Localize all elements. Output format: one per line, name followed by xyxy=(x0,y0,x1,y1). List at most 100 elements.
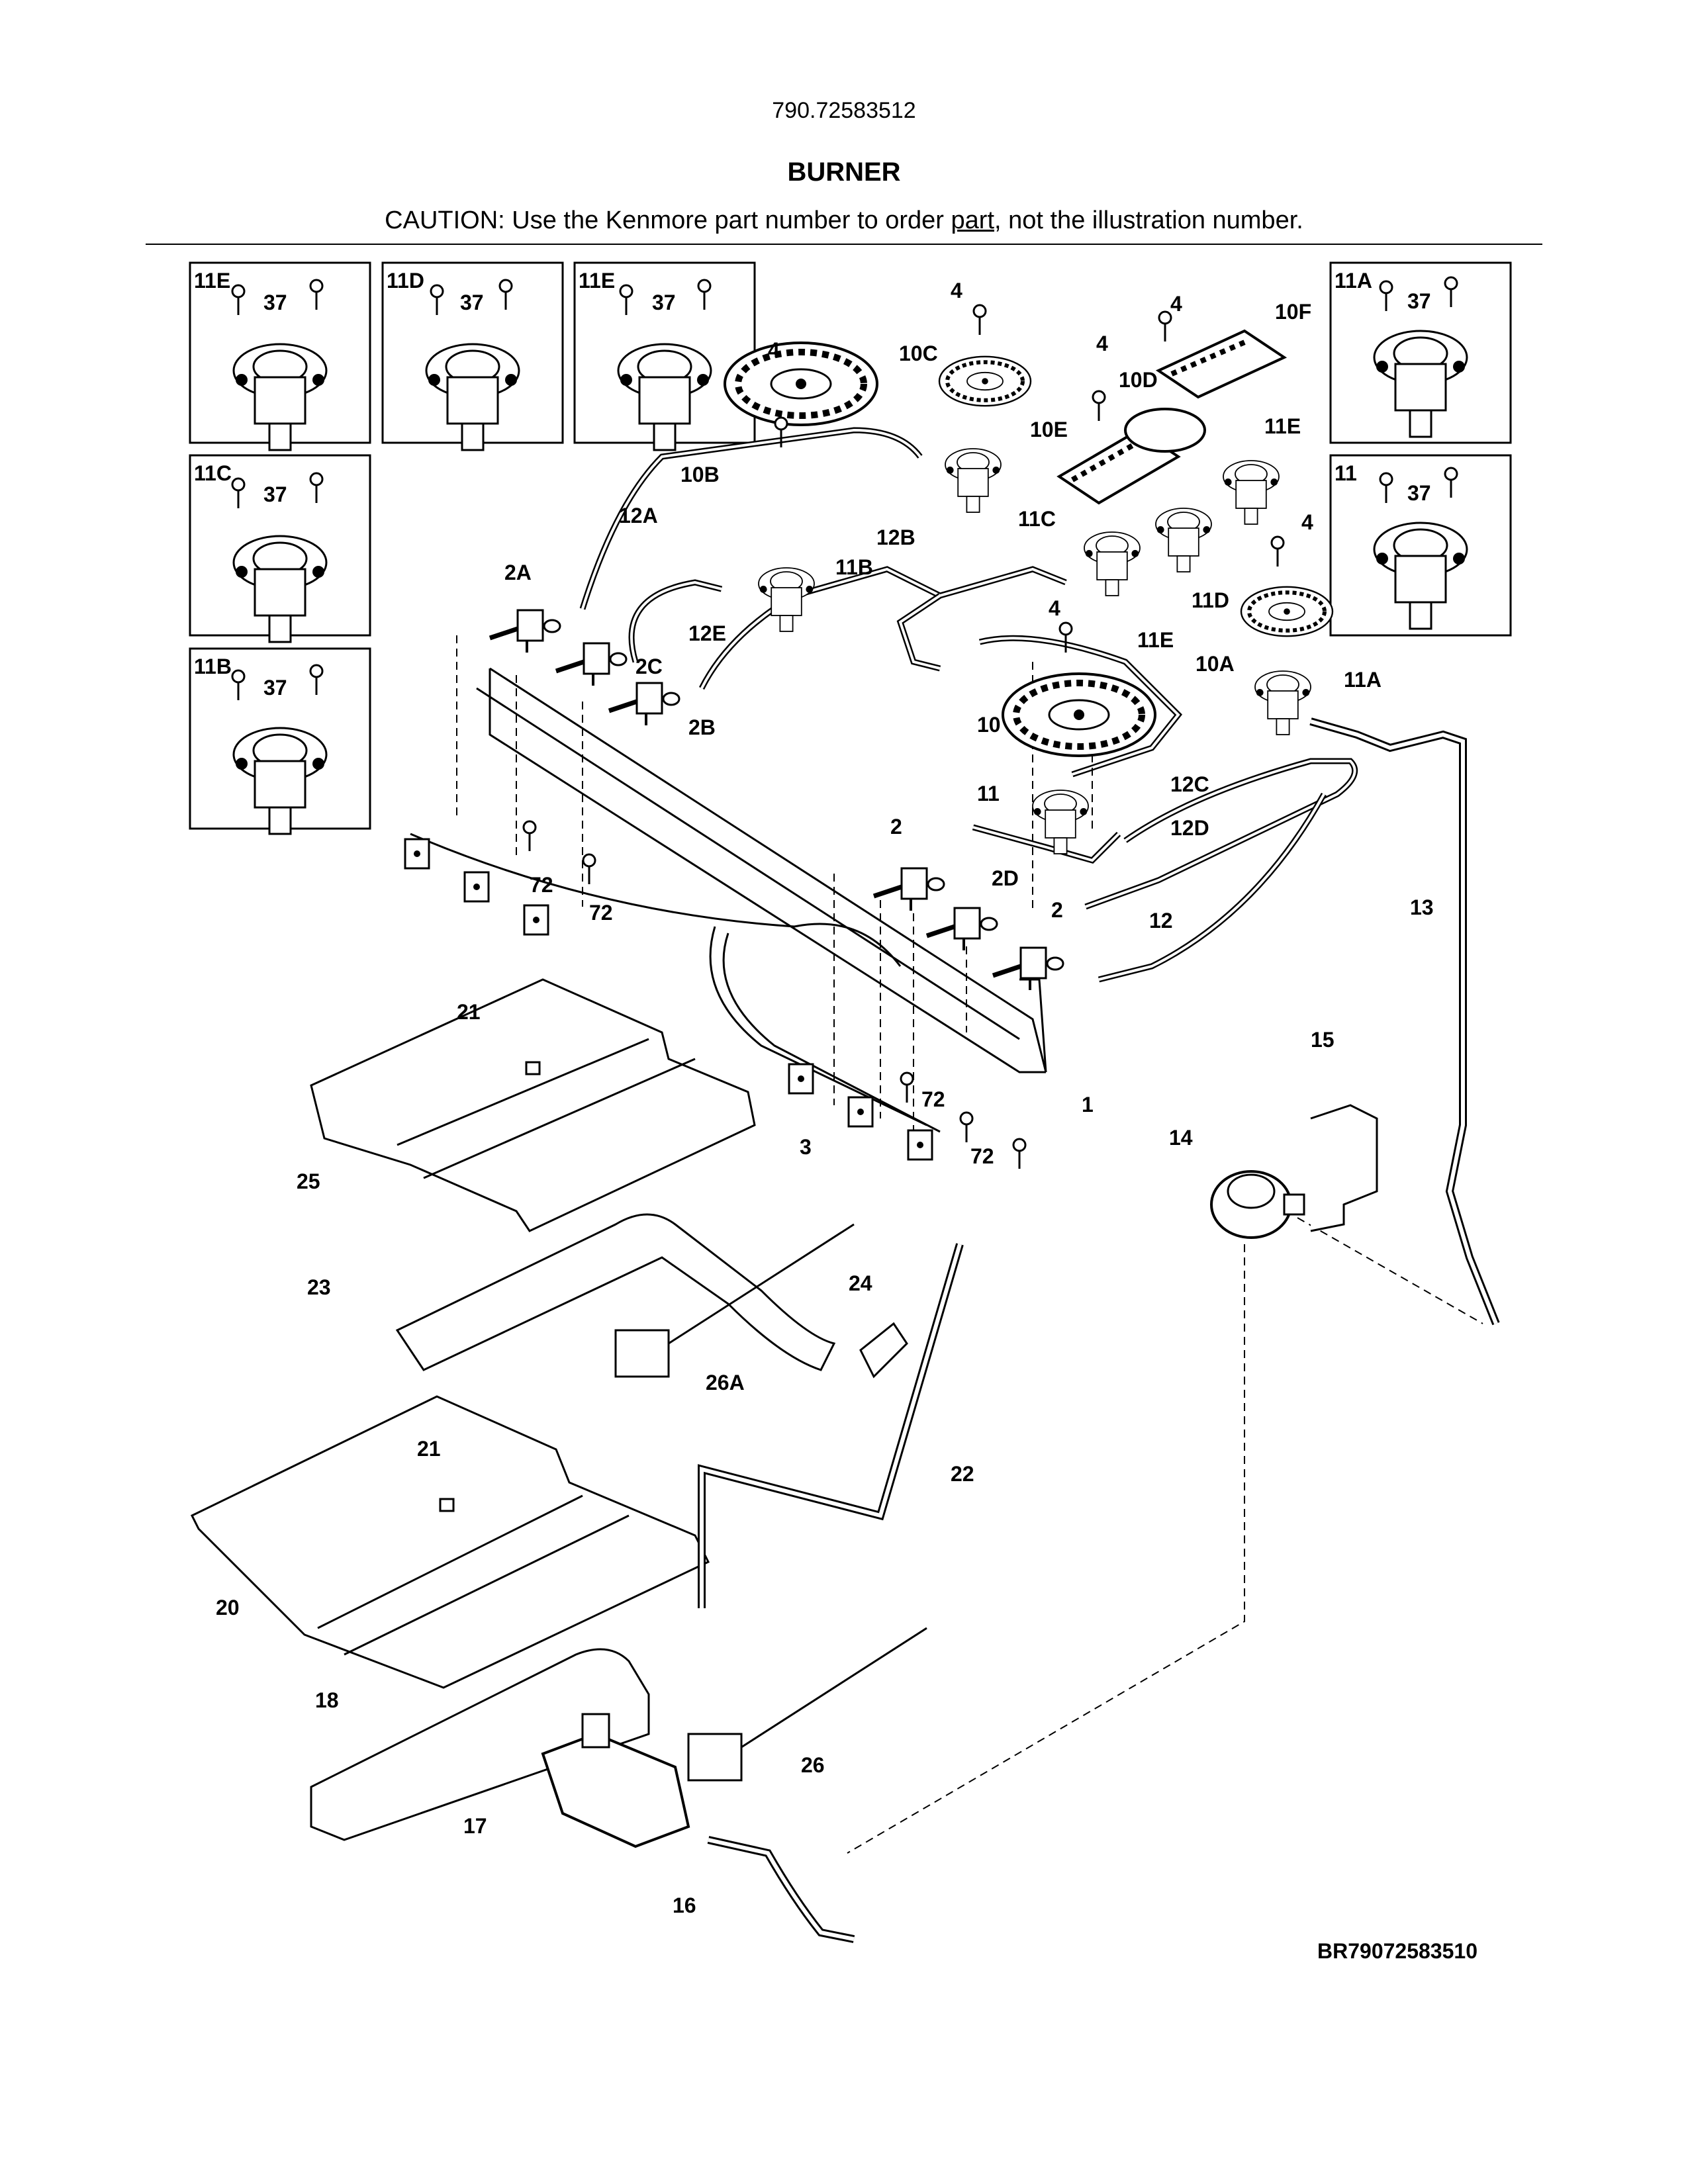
inset-label: 11C xyxy=(194,461,232,485)
burner-10A xyxy=(1241,587,1333,636)
inset-screw-label: 37 xyxy=(1407,289,1431,313)
burner-base-11C xyxy=(945,448,1002,513)
inset-11C xyxy=(189,454,371,643)
callout-17: 17 xyxy=(463,1814,487,1838)
nut-21 xyxy=(439,1498,455,1512)
callout-12C: 12C xyxy=(1170,772,1209,796)
burner-10C xyxy=(939,357,1031,406)
inset-label: 11E xyxy=(194,269,230,293)
switch-clip xyxy=(788,1063,814,1095)
callout-4: 4 xyxy=(768,338,780,362)
callout-13: 13 xyxy=(1410,895,1434,919)
valve-2C xyxy=(556,643,626,686)
caution-text-end: , not the illustration number. xyxy=(994,206,1303,234)
inset-screw-label: 37 xyxy=(263,482,287,506)
callout-10F: 10F xyxy=(1275,300,1311,324)
callout-25: 25 xyxy=(297,1169,320,1193)
inset-label: 11 xyxy=(1335,461,1357,485)
burner-10 xyxy=(1003,674,1155,756)
callout-21: 21 xyxy=(457,1000,481,1024)
inset-screw-label: 37 xyxy=(652,291,676,314)
callout-72: 72 xyxy=(970,1144,994,1168)
burner-10B xyxy=(725,343,877,425)
callout-4: 4 xyxy=(1301,510,1313,534)
callout-labels: 4 4 4 4 4 4 10C 10F 10D 10E 11E 10B 12A … xyxy=(216,279,1434,1917)
callout-16: 16 xyxy=(673,1893,696,1917)
callout-2D: 2D xyxy=(992,866,1019,890)
callout-10E: 10E xyxy=(1030,418,1068,441)
callout-11E: 11E xyxy=(1264,414,1301,438)
inset-11 xyxy=(1329,454,1512,637)
burner-base-11A xyxy=(1254,670,1311,735)
callout-2B: 2B xyxy=(688,715,716,739)
valve-2-upper xyxy=(874,868,944,911)
callout-72: 72 xyxy=(589,901,613,925)
callout-26: 26 xyxy=(801,1753,825,1777)
regulator-bracket-15 xyxy=(1310,1104,1378,1232)
callout-10: 10 xyxy=(977,713,1001,737)
igniter-26 xyxy=(687,1627,927,1782)
caution-text: CAUTION: Use the Kenmore part number to … xyxy=(385,206,951,234)
callout-22: 22 xyxy=(951,1462,974,1486)
switch-clip xyxy=(847,1096,874,1128)
inset-11B xyxy=(189,647,371,835)
callout-15: 15 xyxy=(1311,1028,1335,1052)
inset-screw-label: 37 xyxy=(263,676,287,700)
callout-14: 14 xyxy=(1169,1126,1193,1150)
valve-2B xyxy=(609,683,679,725)
callout-4: 4 xyxy=(951,279,962,302)
igniter-26A xyxy=(614,1223,855,1378)
callout-4: 4 xyxy=(1170,292,1182,316)
inset-screw-label: 37 xyxy=(263,291,287,314)
inset-11D xyxy=(381,261,564,451)
callout-72: 72 xyxy=(921,1087,945,1111)
reference-code: BR79072583510 xyxy=(1317,1939,1477,1963)
pressure-regulator-14 xyxy=(1210,1170,1305,1239)
page-title: BURNER xyxy=(787,158,901,187)
callout-11: 11 xyxy=(977,782,1000,805)
callout-18: 18 xyxy=(315,1688,339,1712)
screw-72 xyxy=(1012,1138,1027,1170)
callout-23: 23 xyxy=(307,1275,331,1299)
valve-2A xyxy=(490,610,560,653)
callout-2: 2 xyxy=(890,815,902,839)
valve-2D xyxy=(927,908,997,950)
callout-2C: 2C xyxy=(635,655,663,678)
part-link[interactable]: part xyxy=(951,206,994,234)
switch-clip xyxy=(523,904,549,936)
caution-note: CAUTION: Use the Kenmore part number to … xyxy=(0,206,1688,235)
screw-4 xyxy=(972,304,987,336)
burner-base-11E-right xyxy=(1223,460,1280,525)
screw-72 xyxy=(959,1111,974,1144)
callout-12A: 12A xyxy=(619,504,658,527)
callout-11E: 11E xyxy=(1137,628,1174,652)
burner-base-11E xyxy=(1084,531,1141,596)
screw-72 xyxy=(522,820,537,852)
burner-base-11B xyxy=(758,567,815,632)
inset-11A xyxy=(1329,261,1512,444)
callout-20: 20 xyxy=(216,1596,240,1619)
burner-base-11D xyxy=(1155,508,1212,572)
callout-10D: 10D xyxy=(1119,368,1158,392)
callout-1: 1 xyxy=(1082,1093,1094,1116)
switch-clip xyxy=(404,838,430,870)
orifice-24 xyxy=(859,1322,908,1379)
screw-72 xyxy=(582,853,596,886)
callout-11A: 11A xyxy=(1344,668,1382,692)
callout-4: 4 xyxy=(1049,596,1060,620)
callout-11D: 11D xyxy=(1192,588,1229,612)
callout-2: 2 xyxy=(1051,898,1063,922)
header-divider xyxy=(146,244,1542,245)
callout-11B: 11B xyxy=(835,555,873,579)
callout-21: 21 xyxy=(417,1437,441,1461)
callout-12D: 12D xyxy=(1170,816,1209,840)
inset-screw-label: 37 xyxy=(460,291,484,314)
callout-2A: 2A xyxy=(504,561,532,584)
callout-12E: 12E xyxy=(688,621,726,645)
callout-11C: 11C xyxy=(1018,507,1056,531)
callout-10B: 10B xyxy=(680,463,720,486)
main-assembly xyxy=(190,427,1500,1943)
callout-4: 4 xyxy=(1096,332,1108,355)
inset-label: 11A xyxy=(1335,269,1372,293)
